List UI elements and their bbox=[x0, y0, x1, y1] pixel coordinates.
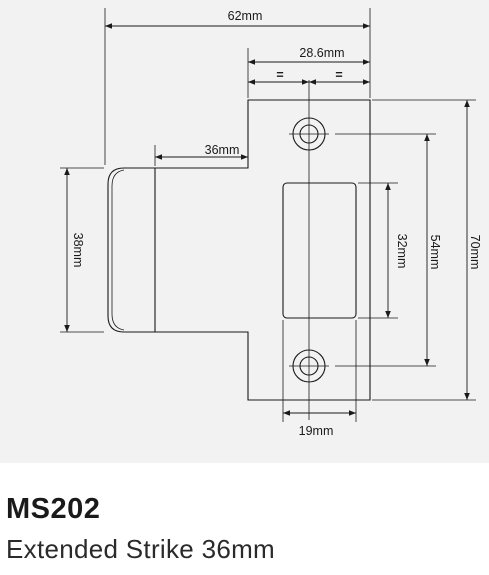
dimension-lines bbox=[64, 23, 470, 416]
product-name: Extended Strike 36mm bbox=[6, 534, 276, 564]
strike-lip-inner bbox=[111, 169, 125, 331]
bottom-screw-hole bbox=[289, 349, 329, 383]
strike-slot bbox=[282, 182, 357, 319]
technical-drawing: 62mm 28.6mm = = 36mm 38mm 32mm 54mm 70mm… bbox=[0, 0, 489, 463]
label-overall-height: 70mm bbox=[468, 235, 482, 270]
strike-plate-diagram: 62mm 28.6mm = = 36mm 38mm 32mm 54mm 70mm… bbox=[60, 8, 482, 438]
label-hole-centres: 54mm bbox=[428, 235, 442, 270]
label-slot-width: 19mm bbox=[299, 424, 334, 438]
label-overall-width: 62mm bbox=[228, 9, 263, 23]
label-slot-height: 32mm bbox=[395, 234, 409, 269]
label-equal-left: = bbox=[276, 68, 283, 82]
product-code: MS202 bbox=[6, 493, 101, 525]
extension-lines bbox=[60, 8, 476, 422]
top-screw-hole bbox=[289, 117, 329, 151]
label-hole-spacing-width: 28.6mm bbox=[299, 46, 344, 60]
label-lip-height: 38mm bbox=[71, 233, 85, 268]
plate-outline bbox=[154, 99, 371, 401]
strike-lip bbox=[107, 167, 155, 333]
label-equal-right: = bbox=[335, 68, 342, 82]
label-lip-extension: 36mm bbox=[205, 143, 240, 157]
